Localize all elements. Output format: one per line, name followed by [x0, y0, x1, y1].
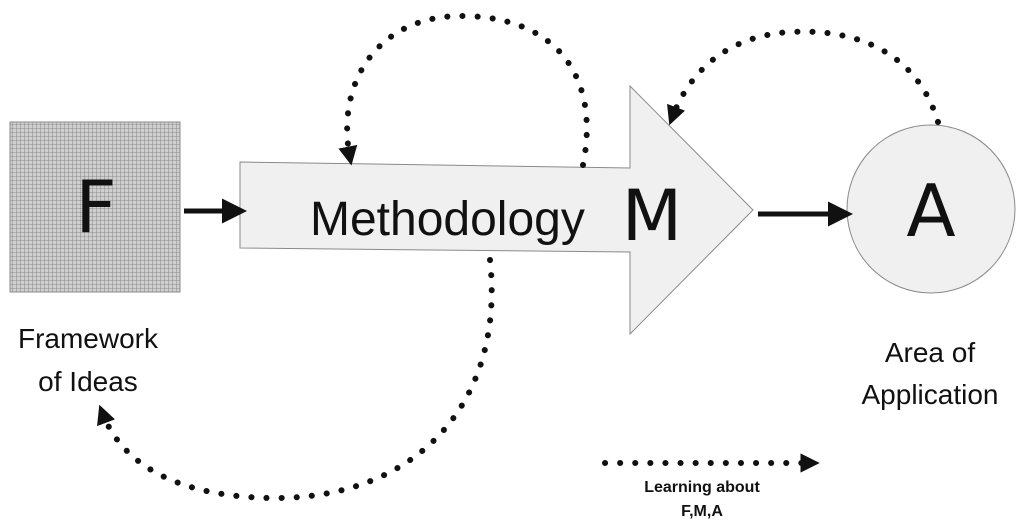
legend: Learning about F,M,A: [602, 453, 820, 520]
methodology-letter: M: [622, 175, 682, 257]
learning-loop-to-framework: [97, 257, 495, 502]
learning-loop-application: [667, 28, 941, 126]
methodology-word: Methodology: [310, 193, 585, 246]
methodology-arrow-shape: [239, 84, 754, 336]
framework-box: [9, 121, 181, 293]
framework-letter: F: [75, 165, 116, 249]
framework-label-line1: Framework: [18, 323, 159, 354]
application-node: A: [846, 124, 1016, 294]
application-label-line2: Application: [862, 379, 999, 410]
legend-line2: F,M,A: [681, 503, 723, 520]
methodology-node: Methodology M: [239, 84, 754, 336]
learning-loop-methodology-top: [338, 12, 590, 168]
framework-label-line2: of Ideas: [38, 366, 138, 397]
legend-line1: Learning about: [644, 479, 760, 496]
framework-node: F: [9, 121, 181, 293]
application-label-line1: Area of: [885, 337, 975, 368]
application-letter: A: [906, 169, 955, 253]
